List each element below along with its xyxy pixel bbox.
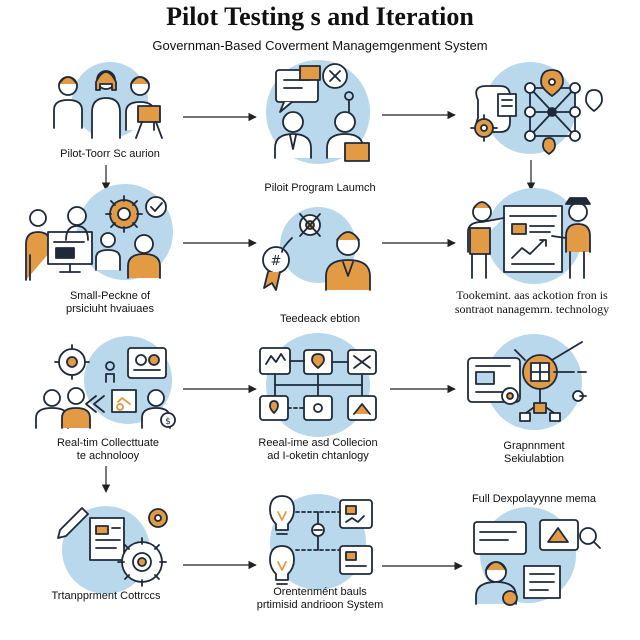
node-label-feedback: Teedeack ebtion [279,313,361,325]
svg-text:#: # [271,254,282,269]
node-label-pilot-team: Pilot-Toorr Sc aurion [60,148,160,160]
message-people-icon [266,60,370,164]
node-label-transparent: Trtanpprment Cottrccs [51,590,161,602]
node-label-full-deploy: Full Dexpolayynne mema [471,493,597,505]
presentation-icon [467,188,591,284]
collaboration-icon: $ [35,336,176,429]
flowchart-icon [259,333,377,437]
node-label-small-pilot: Small-Peckne of prsiciuht hvaiuaes [65,290,155,315]
network-gear-icon [470,62,603,155]
node-label-realtime-collect: Real-tim Collecttuate te achnolooy [56,437,160,462]
node-label-tookemint: Tookemint. aas ackotion fron is sontraot… [454,288,610,316]
node-label-graphnment: Grapnnment Sekiulabtion [503,440,565,465]
node-label-orientment: Orentenmént bauls prtimisid andrioon Sys… [256,586,384,611]
lightbulb-chart-icon [269,494,373,590]
award-person-icon: # [262,207,371,291]
document-gear-icon [57,506,168,594]
svg-text:$: $ [165,417,171,427]
connector-arrows [101,110,536,571]
node-label-realtime-collection: Reeal-ime asd Collecion ad I-oketin chta… [258,437,378,462]
page-subtitle: Governman-Based Coverment Managemgenment… [152,38,488,53]
deployment-icon [473,507,601,606]
page-title: Pilot Testing s and Iteration [166,2,474,31]
node-label-pilot-launch: Piloit Program Laumch [264,182,376,194]
tablet-network-icon [467,334,587,430]
workstation-gear-icon [25,184,173,281]
team-icon [53,62,163,139]
